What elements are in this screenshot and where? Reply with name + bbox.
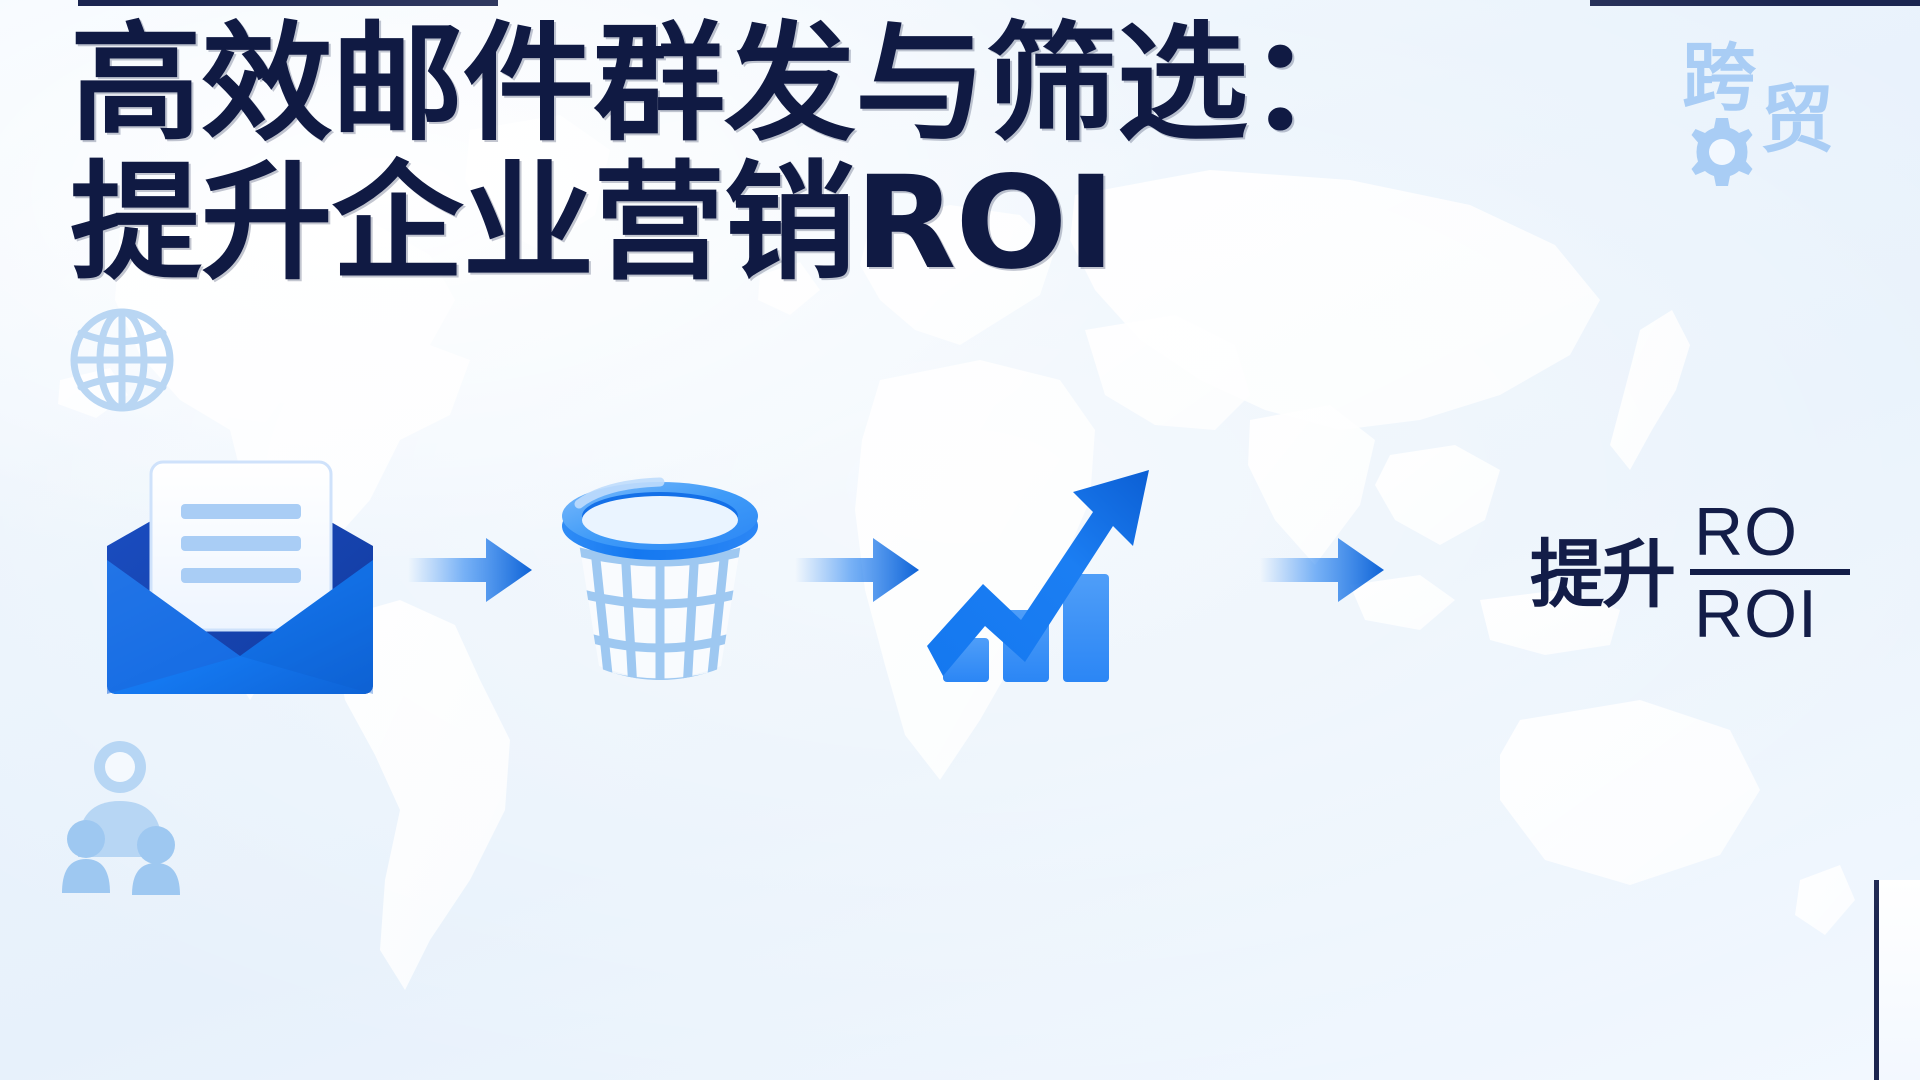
page-title: 高效邮件群发与筛选： 提升企业营销ROI [70, 19, 1379, 289]
frame-rule-bottom-right [1874, 880, 1920, 1080]
growth-chart-arrow-icon [927, 470, 1149, 682]
brand-char-mao: 贸 [1760, 77, 1836, 163]
brand-char-kua: 跨 [1682, 35, 1758, 121]
roi-denominator: ROI [1694, 575, 1818, 652]
arrow-right-icon [408, 538, 532, 602]
filter-basket-icon [562, 477, 758, 680]
gear-icon [1684, 114, 1760, 195]
globe-icon [70, 308, 174, 412]
title-line-2: 提升企业营销ROI [70, 148, 1115, 298]
roi-numerator: RO [1694, 494, 1798, 570]
frame-rule-top-right [1590, 0, 1920, 6]
title-line-1: 高效邮件群发与筛选： [70, 10, 1379, 159]
roi-callout: 提升 RO ROI [1530, 494, 1850, 652]
flow-step-filter [545, 440, 775, 705]
flow-arrow-1 [408, 530, 533, 615]
frame-rule-top-left [78, 0, 498, 6]
flow-step-growth [925, 450, 1185, 695]
open-envelope-icon [107, 460, 373, 694]
roi-prefix-label: 提升 [1530, 531, 1676, 618]
roi-fraction: RO ROI [1690, 494, 1850, 652]
flow-arrow-3 [1260, 530, 1385, 615]
brand-logo: 跨 贸 [1678, 22, 1878, 192]
flow-arrow-2 [795, 530, 920, 615]
flow-step-email [95, 450, 385, 705]
arrow-right-icon [1260, 538, 1384, 602]
people-group-icon [62, 741, 180, 895]
arrow-right-icon [795, 538, 919, 602]
